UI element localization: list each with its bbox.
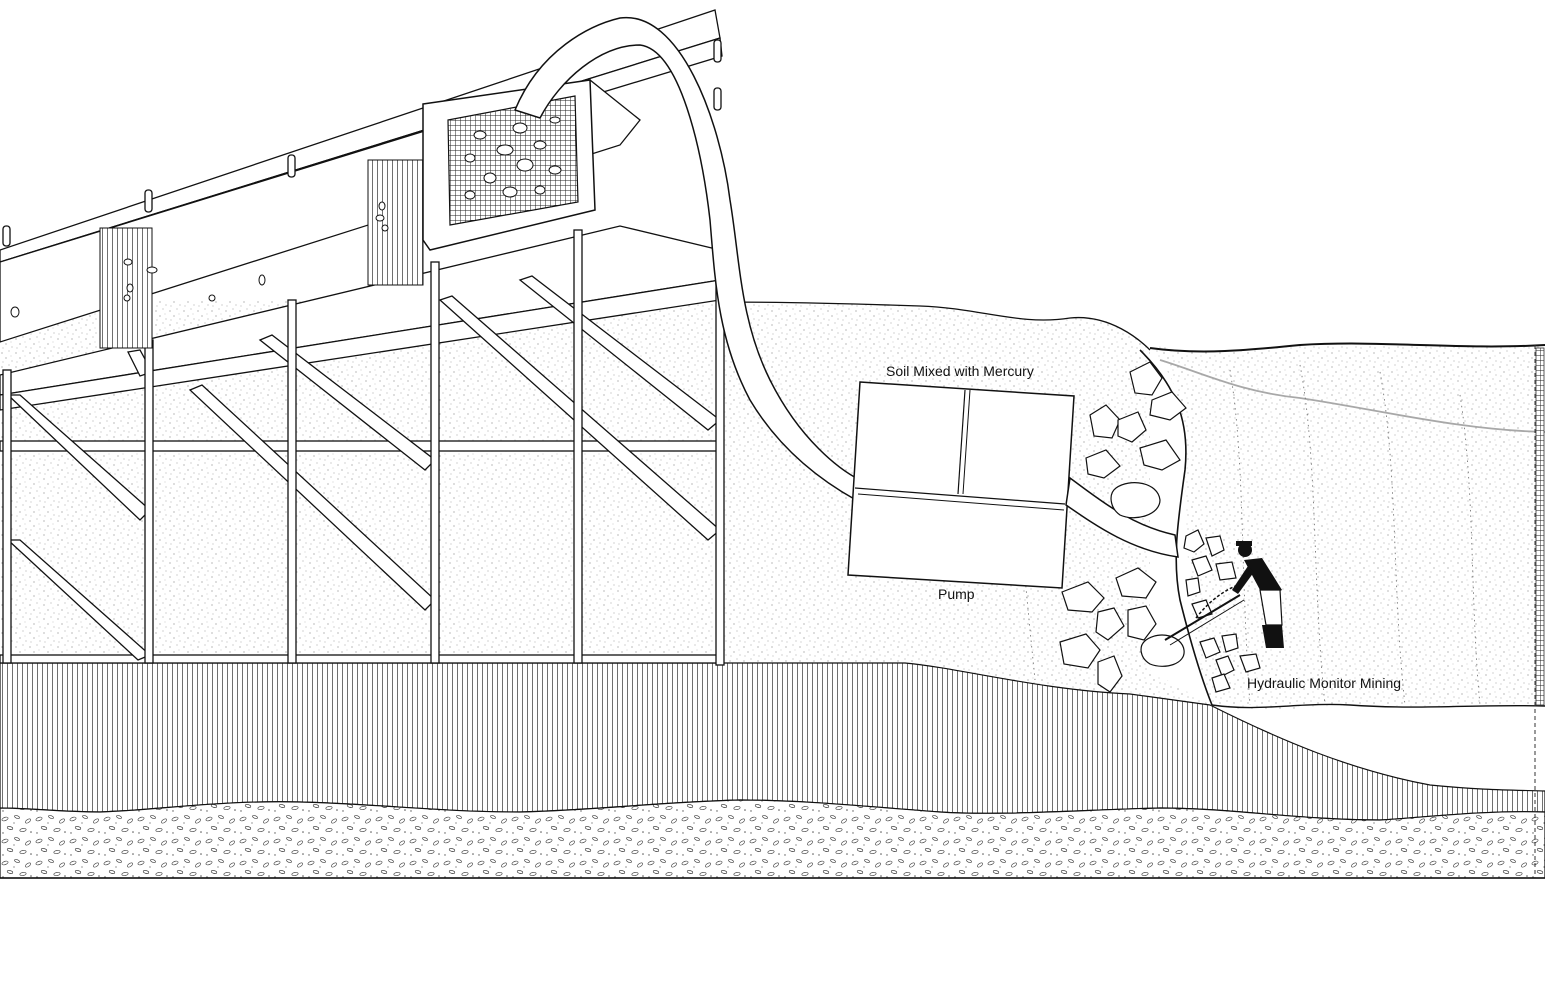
- hydraulic-monitor-worker: [1164, 541, 1284, 648]
- pump: [847, 381, 1179, 589]
- right-soil-zone: [1150, 343, 1545, 710]
- gravel-bed: [0, 799, 1545, 879]
- water-line: [1159, 359, 1545, 433]
- hydraulic-monitor-mining-label: Hydraulic Monitor Mining: [1247, 675, 1402, 691]
- ripple-plates: [10, 159, 424, 349]
- pump-label: Pump: [938, 586, 975, 602]
- soil-mixed-with-mercury-label: Soil Mixed with Mercury: [886, 363, 1034, 379]
- boulders: [1059, 361, 1261, 693]
- screen-box: [422, 79, 596, 251]
